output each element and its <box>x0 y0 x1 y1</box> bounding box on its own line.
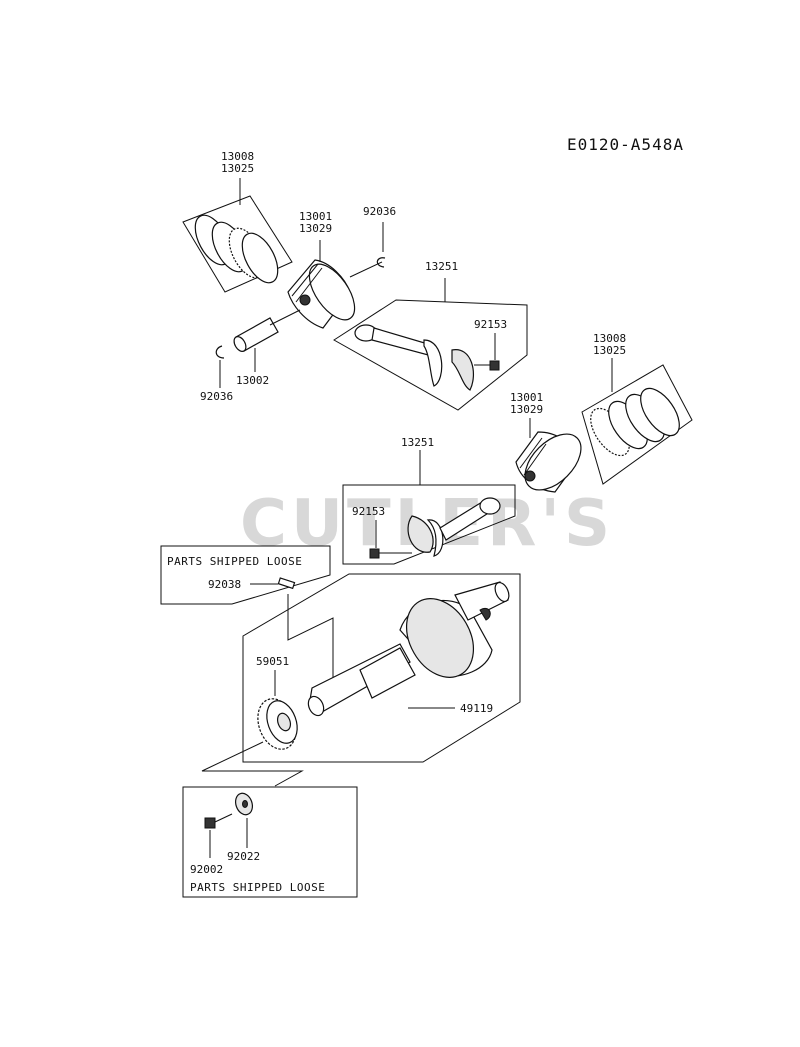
label-ring-set-a-1: 13008 <box>221 150 254 163</box>
piston-pin <box>233 317 279 352</box>
label-washer: 92022 <box>227 850 260 863</box>
crank-key <box>277 577 296 590</box>
label-rod-a: 13251 <box>425 260 458 273</box>
label-piston-b-1: 13001 <box>510 391 543 404</box>
gear-washer <box>234 792 254 816</box>
label-gear-bolt: 92002 <box>190 863 223 876</box>
rod-b-outline <box>342 484 516 565</box>
crank-gear <box>257 698 298 750</box>
piston-rings-b <box>590 387 680 457</box>
piston-a <box>287 259 356 329</box>
piston-b <box>515 431 582 493</box>
piston-rings-a <box>194 214 279 284</box>
diagram-code: E0120-A548A <box>567 135 684 154</box>
label-key: 92038 <box>208 578 241 591</box>
label-crankshaft: 49119 <box>460 702 493 715</box>
note-parts-loose-bottom: PARTS SHIPPED LOOSE <box>190 881 325 894</box>
label-ring-set-b-2: 13025 <box>593 344 626 357</box>
ring-set-b-outline <box>581 364 693 485</box>
label-rod-b: 13251 <box>401 436 434 449</box>
loose-parts-box-top <box>160 545 331 605</box>
label-piston-a-2: 13029 <box>299 222 332 235</box>
gear-bolt <box>204 813 233 829</box>
ring-set-a-outline <box>182 195 293 293</box>
piston-clip-a-bottom <box>215 345 225 359</box>
label-piston-b-2: 13029 <box>510 403 543 416</box>
label-bolt-b: 92153 <box>352 505 385 518</box>
label-bolt-a: 92153 <box>474 318 507 331</box>
rod-bolt-a <box>474 360 500 371</box>
rod-a-outline <box>333 299 528 411</box>
label-piston-pin: 13002 <box>236 374 269 387</box>
label-ring-set-b-1: 13008 <box>593 332 626 345</box>
crankshaft <box>307 581 510 717</box>
connecting-rod-a <box>354 324 474 391</box>
connecting-rod-b <box>407 497 501 557</box>
label-piston-a-1: 13001 <box>299 210 332 223</box>
gear-leader <box>201 741 304 787</box>
label-clip-a-bottom: 92036 <box>200 390 233 403</box>
label-gear: 59051 <box>256 655 289 668</box>
loose-parts-box-bottom <box>182 786 358 898</box>
label-clip-a-top: 92036 <box>363 205 396 218</box>
note-parts-loose-top: PARTS SHIPPED LOOSE <box>167 555 302 568</box>
key-leader <box>287 594 334 682</box>
rod-bolt-b <box>369 548 412 559</box>
crankshaft-outline <box>242 573 521 763</box>
label-ring-set-a-2: 13025 <box>221 162 254 175</box>
